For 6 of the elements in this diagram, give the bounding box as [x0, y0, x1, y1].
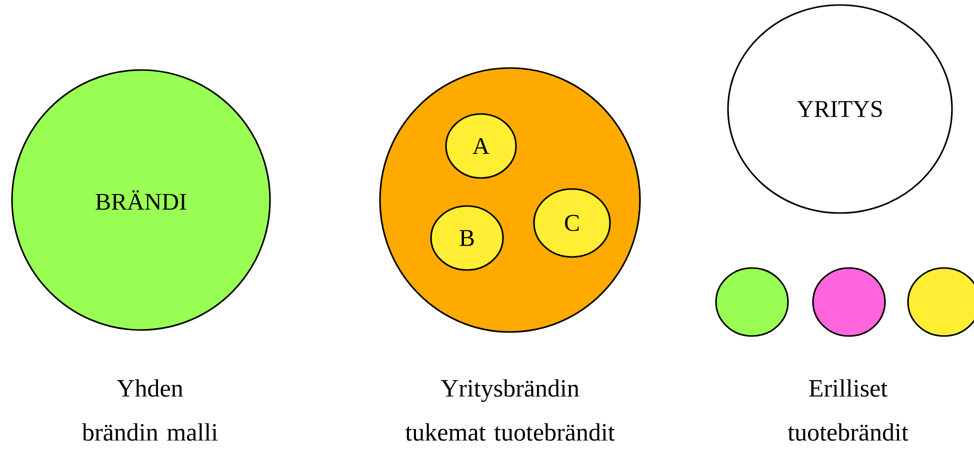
filled-circle — [715, 267, 789, 337]
caption: Yritysbrändin tukemat tuotebrändit — [405, 379, 615, 441]
caption: Erilliset tuotebrändit — [788, 379, 908, 441]
filled-circle — [907, 267, 974, 337]
filled-circle — [812, 267, 886, 337]
caption: Yhden brändin malli — [82, 379, 218, 441]
